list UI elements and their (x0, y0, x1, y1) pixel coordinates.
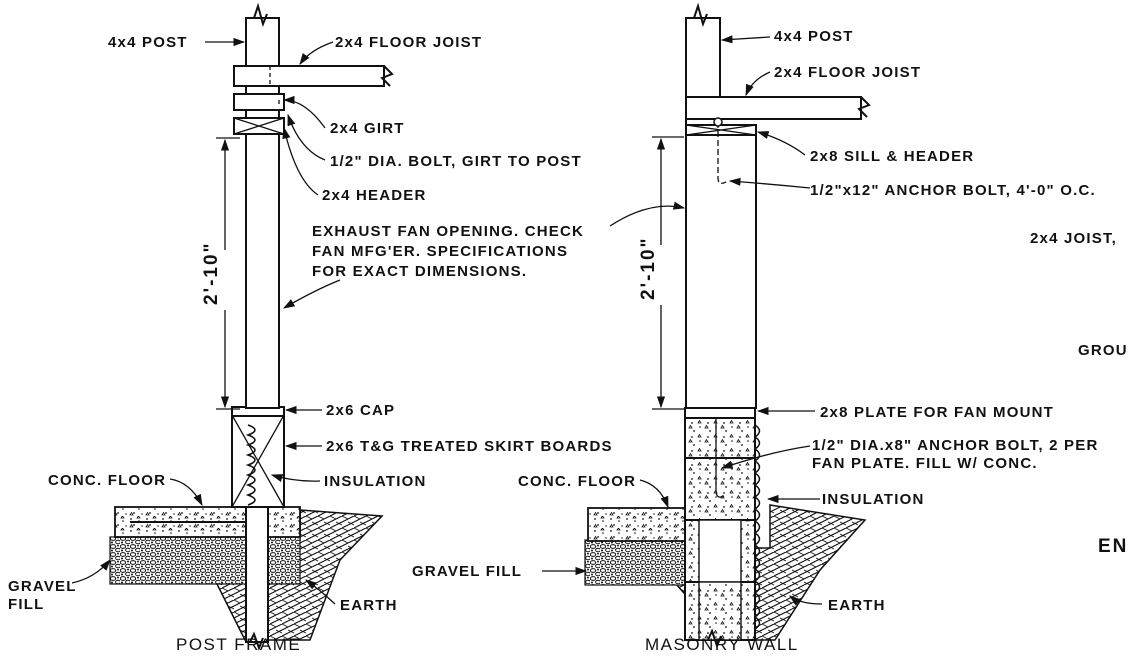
title-post-frame: POST FRAME (176, 635, 301, 654)
label-insulation-right: INSULATION (822, 491, 925, 508)
edge-en: EN (1098, 536, 1128, 557)
label-gravel-left-1: GRAVEL (8, 578, 77, 595)
plate-2x8 (684, 407, 756, 419)
label-conc-floor-right: CONC. FLOOR (518, 473, 636, 490)
label-anchor-bolt-2a: 1/2" DIA.x8" ANCHOR BOLT, 2 PER (812, 437, 1098, 454)
masonry-wall-detail: 2'-10" 4x4 POST 2x4 FLOOR JOIST 2x8 SILL… (412, 2, 1098, 654)
floor-joist-left (233, 65, 385, 87)
label-post-left: 4x4 POST (108, 34, 188, 51)
exhaust-fan-note: EXHAUST FAN OPENING. CHECK FAN MFG'ER. S… (282, 201, 686, 309)
label-gravel-left-2: FILL (8, 596, 44, 613)
label-earth-left: EARTH (340, 597, 398, 614)
label-gravel-right: GRAVEL FILL (412, 563, 522, 580)
label-floor-joist-right: 2x4 FLOOR JOIST (774, 64, 921, 81)
label-post-right: 4x4 POST (774, 28, 854, 45)
note-line-3: FOR EXACT DIMENSIONS. (312, 263, 527, 280)
label-skirt-boards: 2x6 T&G TREATED SKIRT BOARDS (326, 438, 613, 455)
label-floor-joist-left: 2x4 FLOOR JOIST (335, 34, 482, 51)
label-fan-plate: 2x8 PLATE FOR FAN MOUNT (820, 404, 1054, 421)
concrete-floor-right (587, 507, 686, 542)
dimension-label-right: 2'-10" (638, 236, 659, 300)
label-insulation-left: INSULATION (324, 473, 427, 490)
insulation-strip (753, 424, 761, 630)
label-sill-header: 2x8 SILL & HEADER (810, 148, 974, 165)
post-frame-detail: 2'-10" 4x4 POST 2x4 FLOOR JOIST 2x4 GIRT… (8, 2, 613, 654)
edge-joist: 2x4 JOIST, (1030, 230, 1117, 247)
label-bolt: 1/2" DIA. BOLT, GIRT TO POST (330, 153, 582, 170)
label-earth-right: EARTH (828, 597, 886, 614)
label-anchor-bolt-2b: FAN PLATE. FILL W/ CONC. (812, 455, 1038, 472)
label-conc-floor-left: CONC. FLOOR (48, 472, 166, 489)
girt-2x4 (233, 93, 285, 111)
label-header: 2x4 HEADER (322, 187, 427, 204)
floor-joist-right (685, 96, 862, 120)
note-line-2: FAN MFG'ER. SPECIFICATIONS (312, 243, 568, 260)
insulation-batt (245, 424, 256, 506)
label-cap: 2x6 CAP (326, 402, 395, 419)
note-line-1: EXHAUST FAN OPENING. CHECK (312, 223, 584, 240)
label-anchor-bolt: 1/2"x12" ANCHOR BOLT, 4'-0" O.C. (810, 182, 1096, 199)
label-girt: 2x4 GIRT (330, 120, 405, 137)
title-masonry-wall: MASONRY WALL (645, 635, 799, 654)
dimension-label-left: 2'-10" (201, 241, 222, 305)
gravel-fill-right (584, 539, 686, 586)
cropped-edge-labels: 2x4 JOIST, GROU EN (1030, 230, 1128, 557)
edge-ground: GROU (1078, 342, 1128, 359)
gravel-fill (109, 536, 301, 585)
